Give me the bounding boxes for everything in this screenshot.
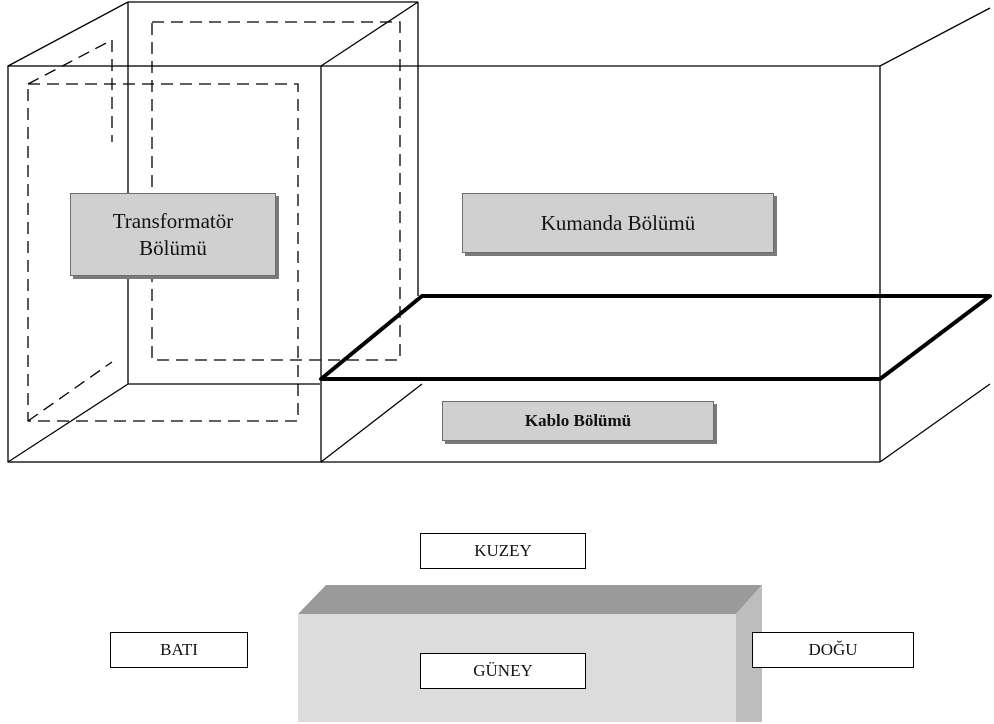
south-text: GÜNEY [473,661,533,680]
control-section-text: Kumanda Bölümü [540,210,696,235]
depth-edge-bottom-left [7,383,129,463]
block-side [736,585,762,722]
east-label: DOĞU [752,632,914,668]
depth-edge-top-right [879,7,991,67]
cable-section-label: Kablo Bölümü [442,401,714,441]
building-wireframe [7,1,991,463]
transformer-section-label: Transformatör Bölümü [70,193,276,276]
depth-edge-bottom-middle [320,383,423,463]
control-section-label: Kumanda Bölümü [462,193,774,253]
transformer-dashed-outline [27,21,401,422]
floor-slab [319,294,992,381]
south-label: GÜNEY [420,653,586,689]
west-label: BATI [110,632,248,668]
depth-edge-top-middle [320,1,419,67]
transformer-front-face [7,65,322,463]
cable-section-text: Kablo Bölümü [524,411,632,430]
depth-edge-bottom-right [879,383,991,463]
east-text: DOĞU [808,640,858,659]
block-top [298,585,762,614]
depth-edge-top-left [7,1,129,67]
west-text: BATI [160,640,198,659]
north-text: KUZEY [474,541,532,560]
north-label: KUZEY [420,533,586,569]
orientation-block [298,585,762,722]
transformer-section-text: Transformatör Bölümü [112,209,234,260]
